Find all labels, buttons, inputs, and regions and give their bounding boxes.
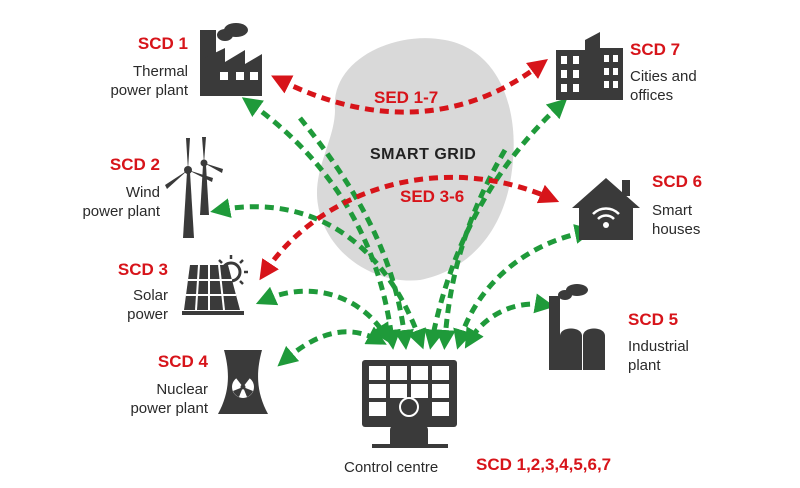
solar-name-1: Solar (132, 287, 168, 304)
solar-panel-icon (182, 255, 248, 315)
smart-grid-title: SMART GRID (370, 146, 477, 163)
nuclear-name-2: power plant (130, 400, 208, 417)
control-name: Control centre (344, 459, 439, 476)
cities-name-1: Cities and (630, 68, 697, 85)
wind-code: SCD 2 (109, 155, 160, 174)
solar-name-2: power (127, 306, 168, 323)
control-centre-icon (362, 360, 457, 448)
city-buildings-icon (556, 32, 623, 100)
thermal-name-2: power plant (110, 82, 188, 99)
arrow-houses-control (453, 224, 595, 350)
houses-name-2: houses (652, 221, 701, 238)
nuclear-plant-icon (218, 350, 268, 414)
smart-house-icon (572, 178, 640, 240)
control-code: SCD 1,2,3,4,5,6,7 (476, 455, 612, 474)
cities-name-2: offices (630, 87, 674, 104)
houses-name-1: Smart (652, 202, 693, 219)
arrow-red-thermal-cities (271, 59, 549, 115)
nuclear-code: SCD 4 (157, 352, 208, 371)
factory-icon (200, 23, 262, 96)
arrow-red-solar-houses (259, 174, 560, 281)
sed-top-label: SED 1-7 (374, 88, 439, 107)
sed-mid-label: SED 3-6 (400, 187, 465, 206)
arrow-wind-control (210, 198, 426, 350)
industrial-name-2: plant (628, 357, 661, 374)
thermal-name-1: Thermal (132, 63, 188, 80)
wind-turbine-icon (165, 137, 223, 238)
thermal-code: SCD 1 (137, 34, 188, 53)
industrial-plant-icon (546, 284, 605, 370)
cities-code: SCD 7 (630, 40, 681, 59)
solar-code: SCD 3 (117, 260, 168, 279)
wind-name-2: power plant (82, 203, 160, 220)
wind-name-1: Wind (125, 184, 160, 201)
industrial-name-1: Industrial (628, 338, 689, 355)
arrow-industrial-control (464, 293, 555, 349)
arrow-nuclear-control (277, 326, 387, 367)
industrial-code: SCD 5 (628, 310, 679, 329)
houses-code: SCD 6 (652, 172, 703, 191)
arrow-solar-control (255, 286, 391, 344)
nuclear-name-1: Nuclear (156, 381, 208, 398)
